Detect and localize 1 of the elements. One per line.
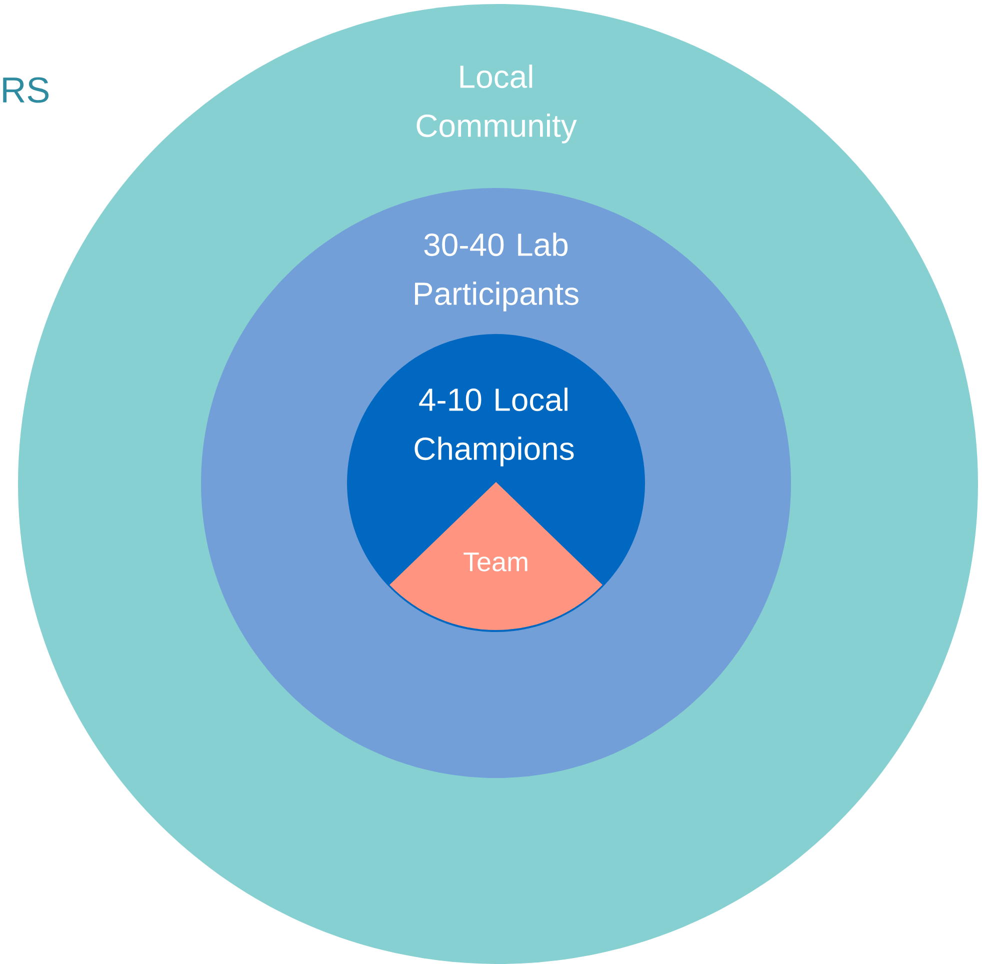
sector: Team: [390, 482, 602, 630]
